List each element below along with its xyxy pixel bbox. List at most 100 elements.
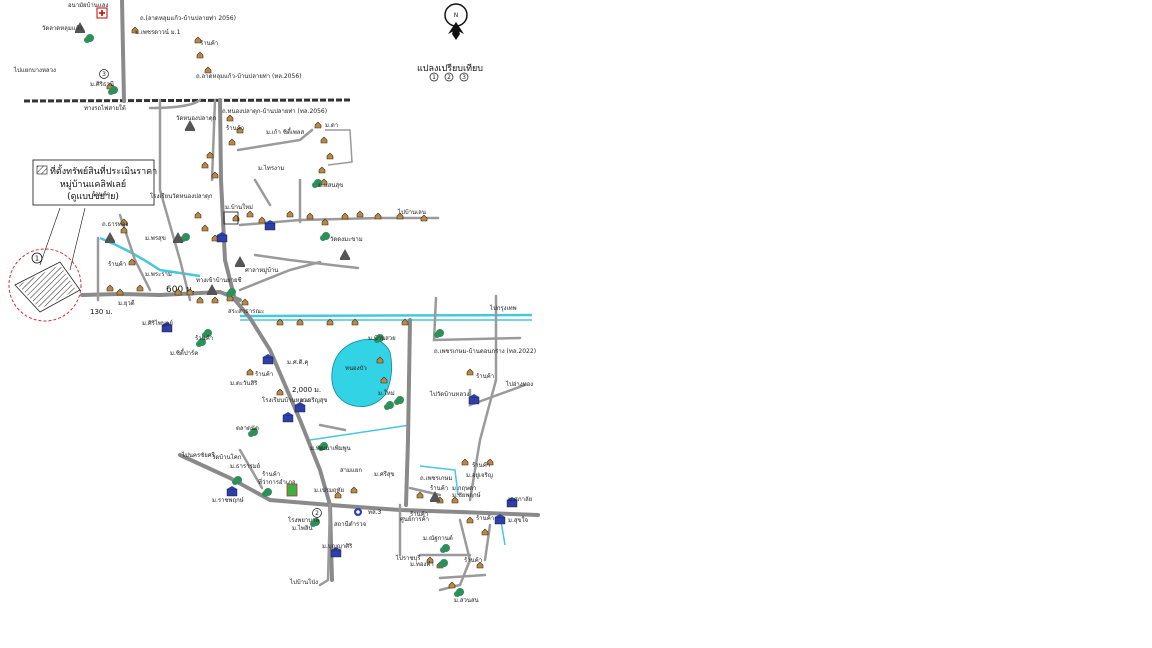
- house-icon: [380, 376, 388, 384]
- school-icon: [294, 402, 306, 413]
- school-icon: [282, 412, 294, 423]
- house-icon: [211, 296, 219, 304]
- subject-marker-number: 1: [35, 255, 39, 263]
- tree-icons: [84, 34, 464, 597]
- place-label: สถานีตำรวจ: [334, 520, 366, 528]
- house-icon: [326, 318, 334, 326]
- house-shape: [341, 212, 349, 220]
- house-shape: [314, 121, 322, 129]
- school-shape: [294, 404, 306, 413]
- place-label: ไปนครชัยศรี: [181, 451, 216, 459]
- house-shape: [466, 516, 474, 524]
- legend-line-3: (ดูแบบขยาย): [67, 192, 119, 202]
- place-label: ร้านค้า: [92, 191, 110, 198]
- house-icon: [246, 210, 254, 218]
- tree-icon: [384, 401, 394, 410]
- temple-base: [105, 241, 115, 243]
- school-roof: [227, 486, 237, 489]
- temple-icon: [75, 22, 85, 33]
- place-label: ม.เก้า ซิตี้เพลส: [266, 126, 304, 136]
- school-roof: [507, 497, 517, 500]
- place-label: วัดบ้านโคก: [212, 453, 242, 461]
- place-label: สามแยก: [340, 467, 362, 474]
- place-label: ม.ชัยพฤกษ์: [452, 491, 481, 499]
- legend-line-1: ที่ตั้งทรัพย์สินที่ประเมินราคา: [50, 164, 157, 177]
- house-shape: [241, 298, 249, 306]
- place-label: ถ.ธารทอง: [102, 221, 128, 228]
- house-shape: [246, 210, 254, 218]
- house-shape: [204, 66, 212, 74]
- house-icon: [204, 66, 212, 74]
- svg-text:3: 3: [102, 71, 106, 78]
- tree-icon: [226, 288, 236, 297]
- school-shape: [262, 356, 274, 365]
- house-shape: [374, 212, 382, 220]
- house-shape: [201, 224, 209, 232]
- place-label: ไปแยกบางหลวง: [13, 66, 56, 74]
- school-icon: [330, 547, 342, 558]
- house-icon: [120, 218, 128, 226]
- house-shape: [106, 284, 114, 292]
- tree-crown: [320, 235, 326, 241]
- tree-icon: [312, 179, 322, 188]
- place-label: โรงพยาบาล: [288, 516, 319, 524]
- tree-crown: [310, 521, 316, 527]
- house-icon: [211, 171, 219, 179]
- school-icon: [506, 497, 518, 508]
- school-icon: [262, 354, 274, 365]
- place-label: ร้านค้า: [476, 515, 494, 522]
- house-icon: [341, 212, 349, 220]
- house-icon: [448, 581, 456, 589]
- comparison-legend: แปลงเปรียบเทียบ 1 2 3: [417, 63, 483, 82]
- temple-base: [173, 241, 183, 243]
- place-label: ทางรถไฟสายใต้: [84, 104, 126, 112]
- temple-icon: [207, 284, 217, 295]
- house-shape: [228, 138, 236, 146]
- tree-icon: [440, 544, 450, 553]
- place-label: ม.เปรมฤทัย: [314, 487, 344, 494]
- place-label: ม.สวนสน: [454, 597, 479, 604]
- house-icon: [201, 224, 209, 232]
- house-shape: [420, 214, 428, 222]
- house-shape: [334, 491, 342, 499]
- house-shape: [194, 36, 202, 44]
- house-icon: [466, 516, 474, 524]
- temple-shape: [340, 249, 350, 258]
- tree-crown: [84, 37, 90, 43]
- house-shape: [186, 288, 194, 296]
- place-label: ม.ใหม่: [378, 389, 395, 397]
- place-label: ร้านค้า: [472, 462, 490, 469]
- tree-crown: [226, 291, 232, 297]
- place-label: ถ.(ลาดหลุมแก้ว-บ้านปลายท่า 2056): [140, 15, 236, 22]
- tree-icon: [84, 34, 94, 43]
- place-label: ร้านค้า: [226, 125, 244, 132]
- house-icon: [416, 491, 424, 499]
- place-label: ม.เจริญสุข: [300, 397, 328, 404]
- house-icon: [228, 138, 236, 146]
- house-icon: [174, 288, 182, 296]
- house-icon: [476, 561, 484, 569]
- place-label: ม.ศิริไพบูลย์: [142, 319, 173, 327]
- house-icon: [116, 288, 124, 296]
- place-label: ถ.ลาดหลุมแก้ว-บ้านปลายท่า (ทล.2056): [196, 73, 301, 80]
- school-roof: [217, 232, 227, 235]
- tree-crown: [318, 445, 324, 451]
- tree-icon: [248, 428, 258, 437]
- house-icon: [481, 528, 489, 536]
- house-shape: [320, 136, 328, 144]
- house-shape: [350, 486, 358, 494]
- school-shape: [216, 234, 228, 243]
- school-icon: [494, 514, 506, 525]
- house-icon: [426, 556, 434, 564]
- distance-130: 130 ม.: [90, 308, 112, 316]
- house-shape: [194, 211, 202, 219]
- place-label: ร้านค้า: [195, 335, 213, 342]
- tree-icon: [374, 334, 384, 343]
- school-icon: [264, 220, 276, 231]
- school-roof: [495, 514, 505, 517]
- tree-icon: [434, 329, 444, 338]
- house-icon: [276, 388, 284, 396]
- house-icon: [321, 218, 329, 226]
- house-shape: [226, 114, 234, 122]
- place-label: ม.ศ.ดิ.คุ: [287, 359, 308, 366]
